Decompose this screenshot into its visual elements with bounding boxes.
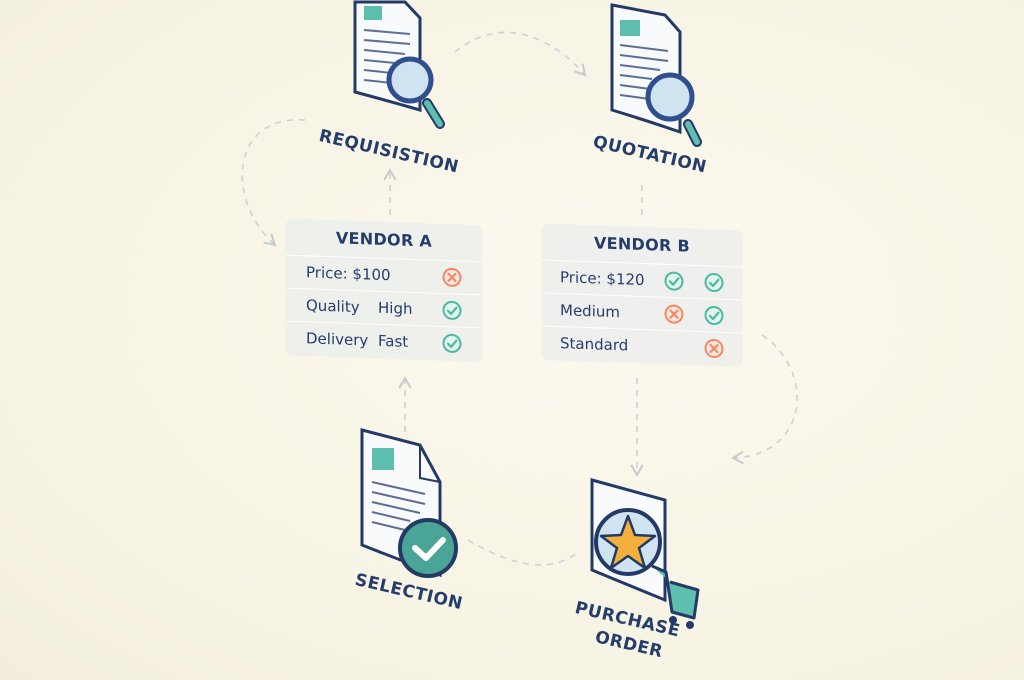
- vendor-b-delivery-label: Standard: [560, 334, 629, 355]
- cross-icon: [704, 339, 724, 359]
- check-icon: [442, 333, 462, 353]
- check-icon: [704, 273, 724, 293]
- vendor-a-delivery-value: Fast: [378, 331, 409, 351]
- vendor-b-quality-label: Medium: [560, 301, 620, 322]
- shopping-cart-icon: [651, 564, 700, 629]
- vendor-a-delivery-label: Delivery: [306, 329, 369, 350]
- vendor-a-row-delivery: Delivery Fast: [286, 320, 482, 361]
- arrow-requisition-to-quotation: [454, 31, 587, 77]
- check-icon: [442, 300, 462, 320]
- arrow-loop-left: [241, 119, 306, 247]
- vendor-b-price-label: Price: $120: [560, 268, 645, 290]
- vendor-b-row-quality: Medium: [542, 292, 742, 333]
- vendor-a-row-quality: Quality High: [286, 287, 482, 328]
- arrow-loop-right: [730, 334, 798, 465]
- check-icon: [664, 271, 684, 291]
- vendor-b-panel: VENDOR B Price: $120 Medium Standard: [542, 223, 742, 366]
- cross-icon: [664, 304, 684, 324]
- vendor-a-price-label: Price: $100: [306, 263, 391, 285]
- quotation-document-icon: [610, 3, 702, 147]
- vendor-a-quality-label: Quality: [306, 296, 360, 317]
- vendor-b-row-price: Price: $120: [542, 259, 742, 300]
- line-selection-to-purchase-order: [467, 539, 579, 566]
- cross-icon: [442, 267, 462, 287]
- vendor-a-quality-value: High: [378, 298, 413, 318]
- vendor-a-row-price: Price: $100: [286, 254, 482, 295]
- requisition-document-icon: [353, 0, 445, 129]
- purchase-order-document-icon: [590, 478, 667, 603]
- vendor-b-row-delivery: Standard: [542, 325, 742, 366]
- selection-document-icon: [360, 428, 458, 578]
- vendor-a-panel: VENDOR A Price: $100 Quality High Delive…: [286, 218, 482, 361]
- check-icon: [704, 306, 724, 326]
